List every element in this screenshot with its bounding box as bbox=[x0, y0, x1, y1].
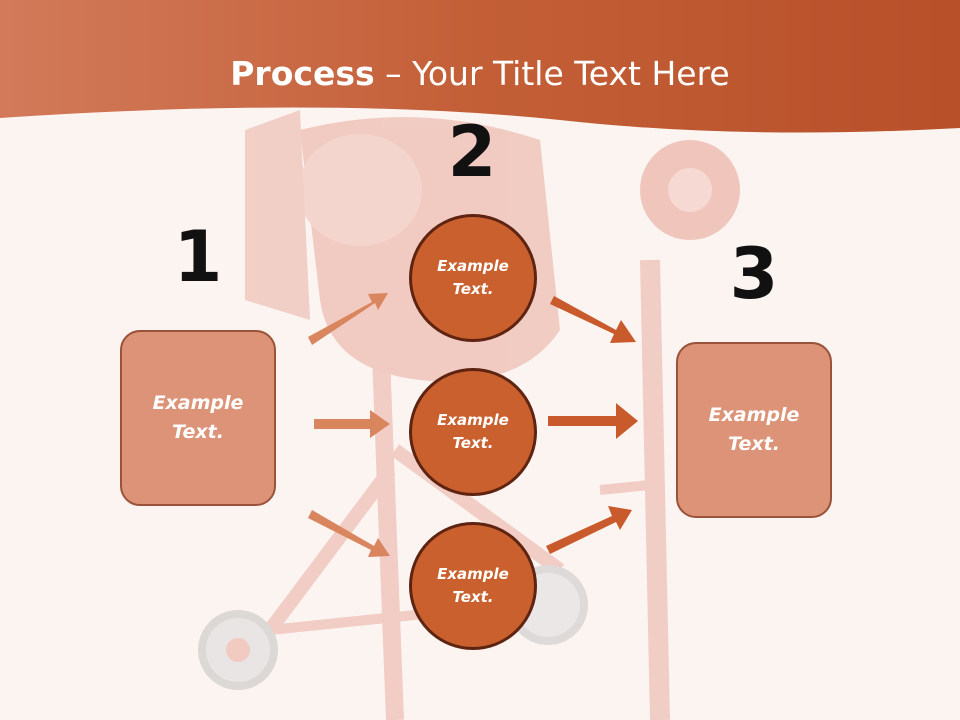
arrow-mid-right bbox=[548, 403, 638, 439]
arrows-left bbox=[308, 293, 390, 557]
header-band bbox=[0, 0, 960, 133]
step-1-box[interactable]: Example Text. bbox=[120, 330, 276, 506]
step-3-label: Example Text. bbox=[708, 404, 800, 455]
step-number-1: 1 bbox=[173, 216, 223, 298]
arrow-down-left bbox=[308, 510, 390, 557]
step-3-box[interactable]: Example Text. bbox=[676, 342, 832, 518]
step-number-2: 2 bbox=[447, 111, 497, 193]
step-number-3: 3 bbox=[729, 233, 779, 315]
node-bottom-label: Example Text. bbox=[437, 565, 509, 606]
arrow-down-right bbox=[546, 506, 632, 554]
arrow-up-left bbox=[308, 293, 388, 345]
node-circle-bottom[interactable]: Example Text. bbox=[409, 522, 537, 650]
step-1-label: Example Text. bbox=[152, 392, 244, 443]
node-middle-label: Example Text. bbox=[437, 411, 509, 452]
node-top-label: Example Text. bbox=[437, 257, 509, 298]
title-rest: – Your Title Text Here bbox=[374, 54, 730, 93]
node-circle-top[interactable]: Example Text. bbox=[409, 214, 537, 342]
slide-title: Process – Your Title Text Here bbox=[0, 52, 960, 96]
arrow-up-right bbox=[550, 296, 636, 343]
node-circle-middle[interactable]: Example Text. bbox=[409, 368, 537, 496]
arrows-right bbox=[546, 296, 638, 554]
title-bold: Process bbox=[230, 54, 375, 93]
arrow-mid-left bbox=[314, 410, 390, 438]
